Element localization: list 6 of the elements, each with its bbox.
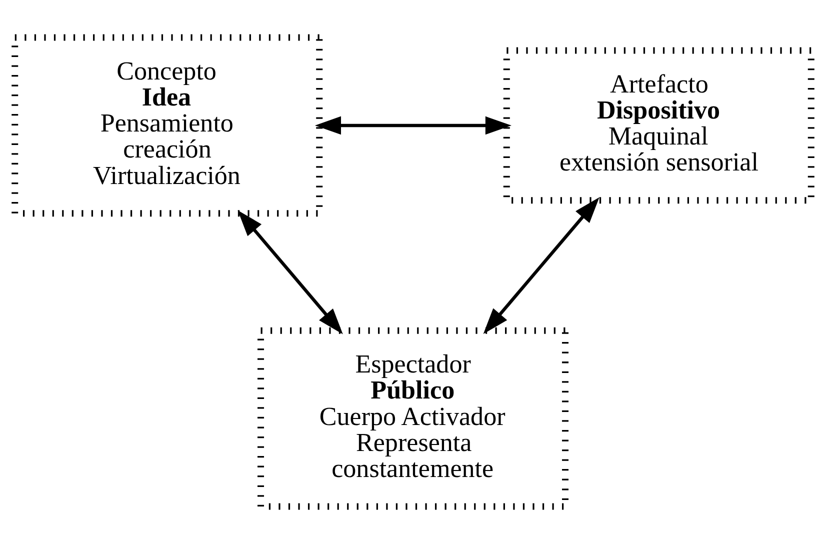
arrow xyxy=(238,210,343,334)
node-box: Artefacto Dispositivo Maquinal extensión sensorial xyxy=(503,47,814,204)
arrow xyxy=(483,197,600,334)
node-box: Concepto Idea Pensamiento creación Virtualización xyxy=(12,34,323,217)
node-box: Espectador Público Cuerpo Activador Representa constantemente xyxy=(257,327,569,510)
arrow xyxy=(314,116,512,135)
